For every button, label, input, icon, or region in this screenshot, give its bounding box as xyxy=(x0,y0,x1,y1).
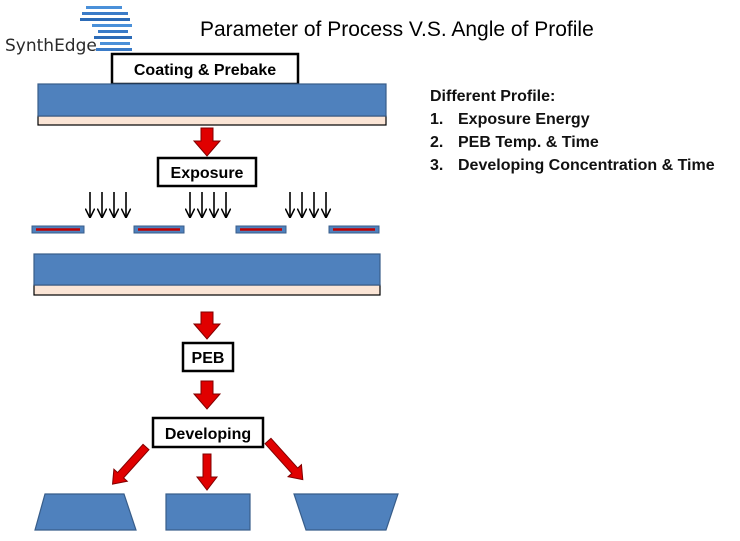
profile-undercut xyxy=(34,493,137,531)
wafer-top xyxy=(37,83,387,126)
profile-list-item: PEB Temp. & Time xyxy=(458,134,599,151)
exposure-step-box xyxy=(156,156,258,188)
resist-layer-middle xyxy=(33,253,381,286)
profile-overcut xyxy=(293,493,399,531)
exposure-light-arrows xyxy=(90,192,326,217)
red-down-arrow-icon xyxy=(192,380,222,410)
profile-list-num: 1. xyxy=(430,111,443,128)
synthedge-logo: SynthEdge xyxy=(5,6,132,56)
developing-step-label: Developing xyxy=(165,426,251,443)
profile-list-num: 3. xyxy=(430,157,443,174)
profile-list: Different Profile: 1. Exposure Energy 2.… xyxy=(430,88,715,174)
red-down-arrow-icon xyxy=(195,453,219,491)
red-down-arrow-icon xyxy=(192,127,222,157)
peb-step-label: PEB xyxy=(192,350,225,367)
wafer-middle xyxy=(33,253,381,296)
logo-text: SynthEdge xyxy=(5,36,97,56)
substrate-middle xyxy=(33,284,381,296)
photomask xyxy=(31,225,380,234)
coating-step-box xyxy=(110,52,300,86)
profile-list-item: Exposure Energy xyxy=(458,111,590,128)
resist-layer-top xyxy=(37,83,387,117)
profile-vertical xyxy=(165,493,251,531)
profile-list-num: 2. xyxy=(430,134,443,151)
profile-list-heading: Different Profile: xyxy=(430,88,555,105)
exposure-step-label: Exposure xyxy=(171,165,244,182)
red-right-diagonal-arrow-icon xyxy=(264,437,304,481)
coating-step-label: Coating & Prebake xyxy=(134,62,276,79)
red-down-arrow-icon xyxy=(192,311,222,340)
profile-list-item: Developing Concentration & Time xyxy=(458,157,715,174)
red-left-diagonal-arrow-icon xyxy=(111,443,150,485)
substrate-top xyxy=(37,115,387,126)
logo-stripes-icon xyxy=(80,6,132,51)
peb-step-box xyxy=(181,341,235,373)
developing-step-box xyxy=(151,416,265,449)
page-title: Parameter of Process V.S. Angle of Profi… xyxy=(200,18,594,41)
